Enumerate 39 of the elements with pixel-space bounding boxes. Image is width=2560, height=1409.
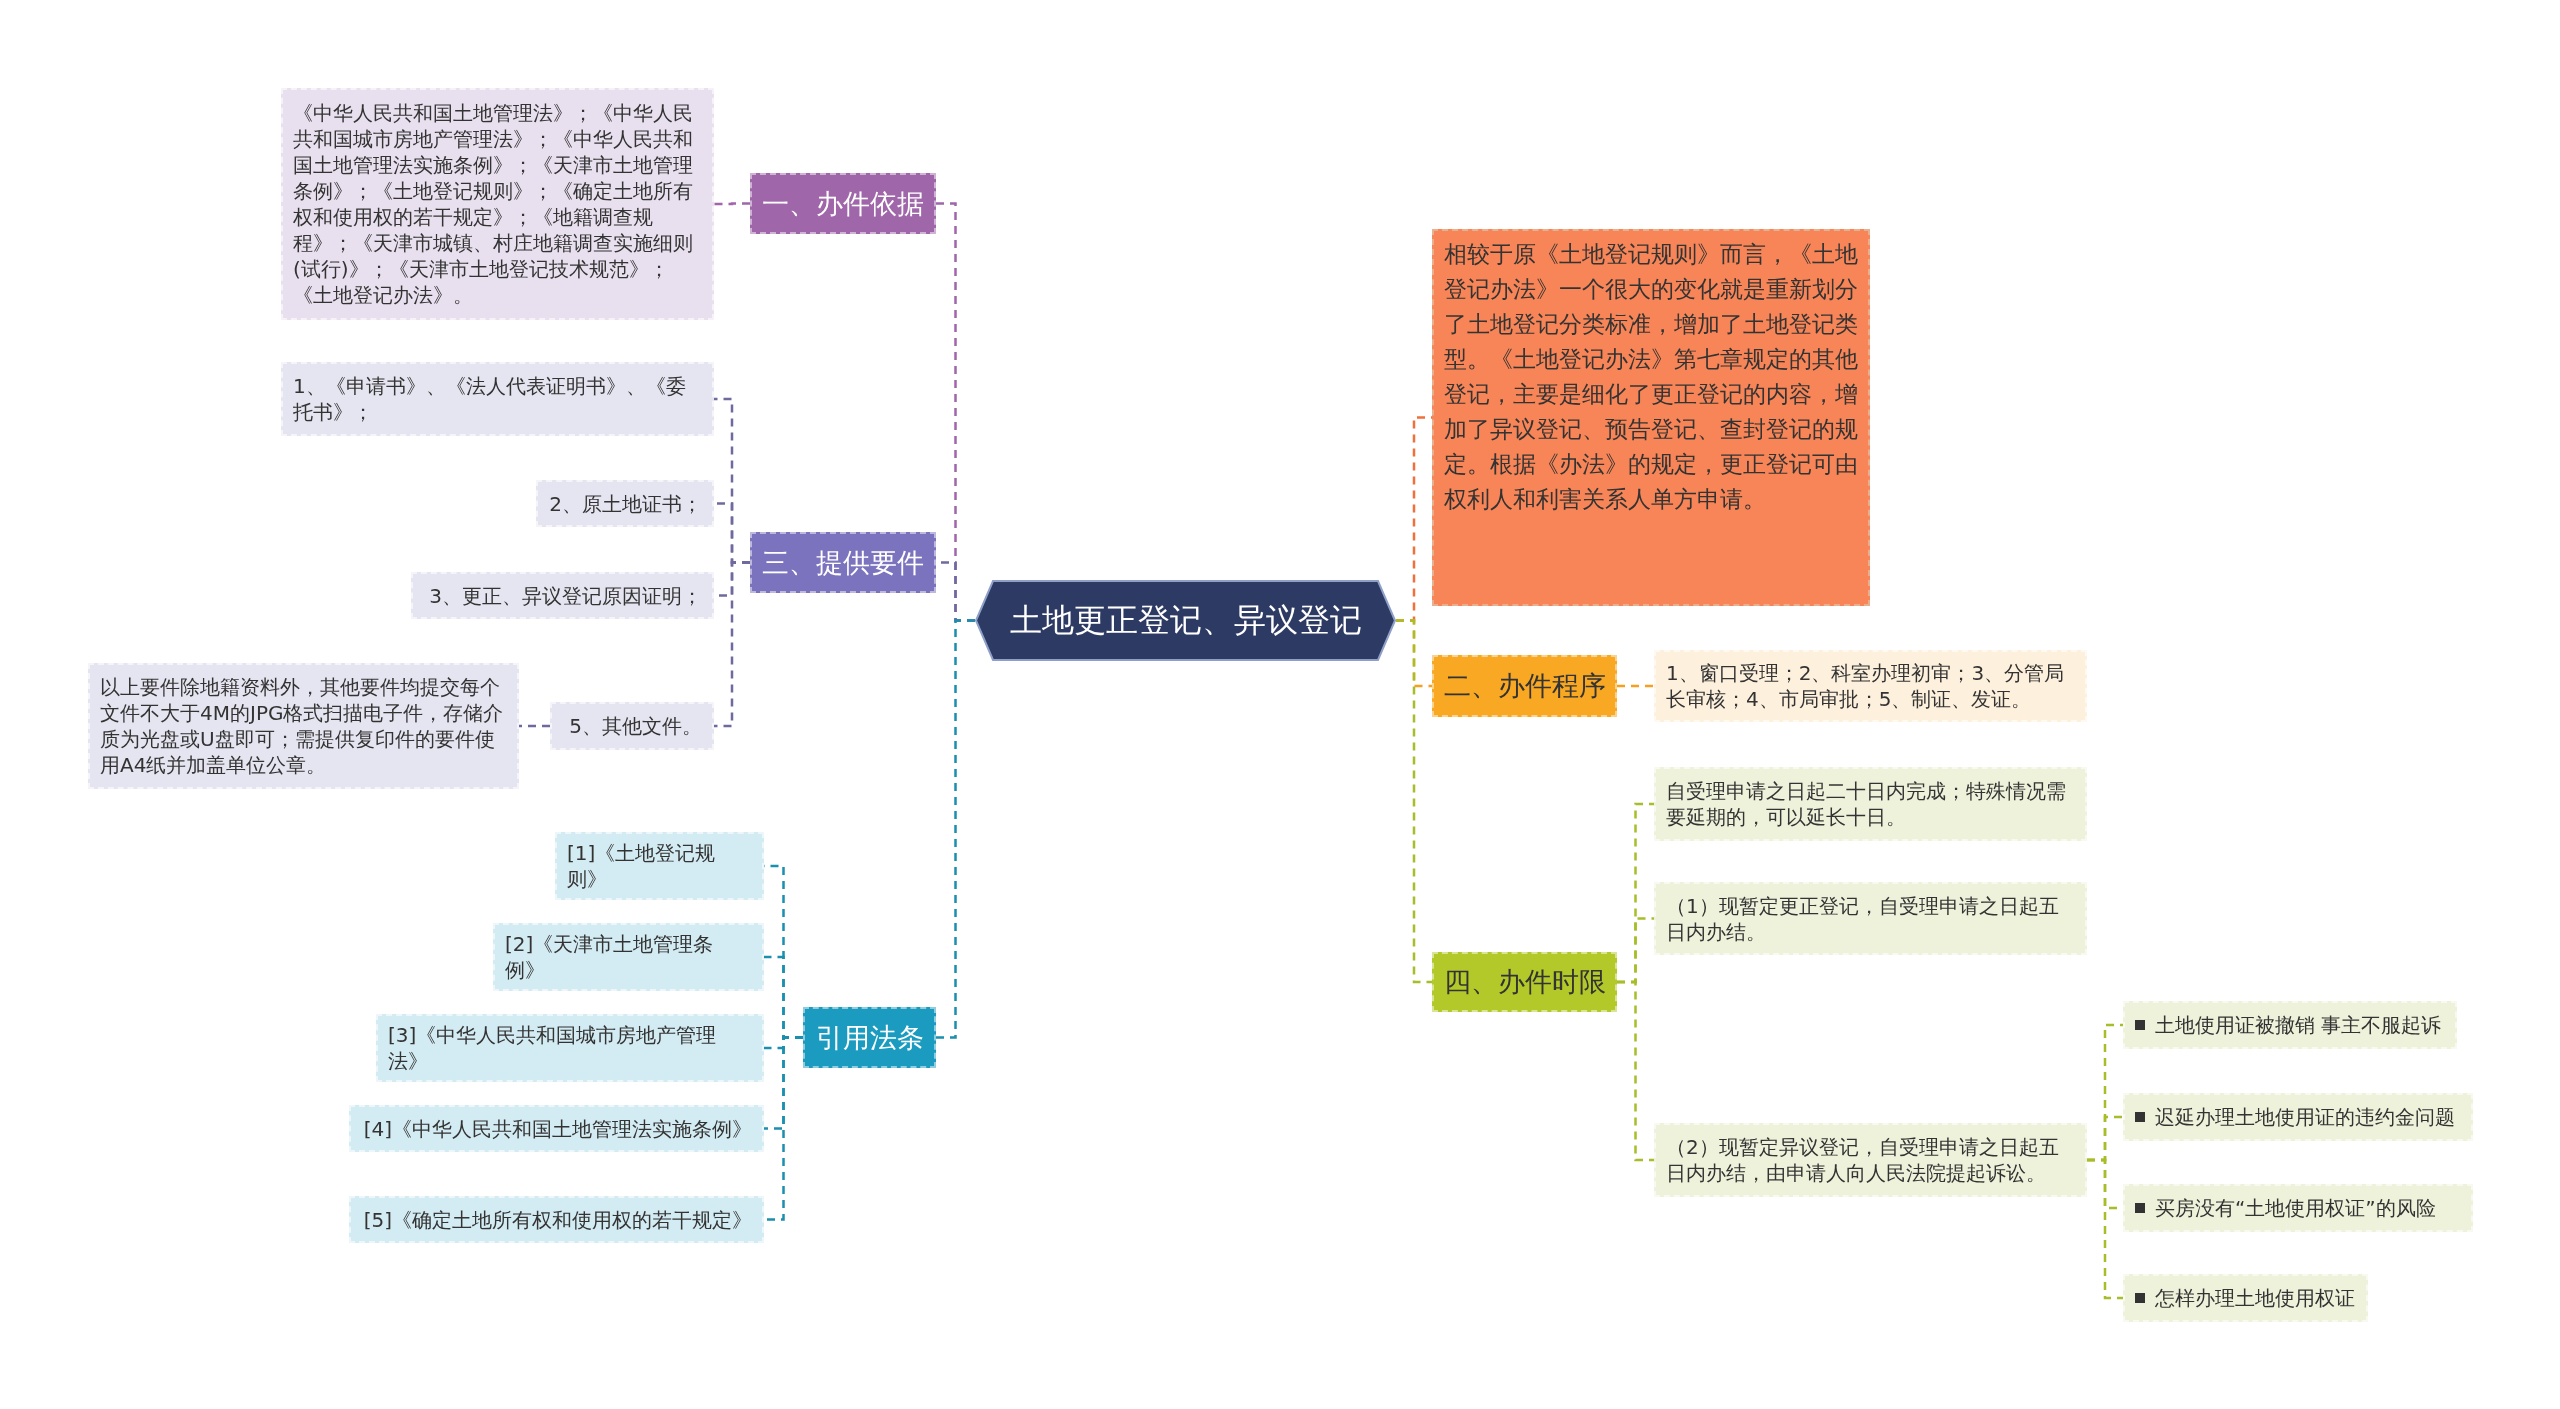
branch-topic: 三、提供要件 xyxy=(750,532,936,593)
connector-line xyxy=(2087,1158,2123,1300)
subtopic-box: 2、原土地证书； xyxy=(536,480,714,527)
connector-line xyxy=(714,561,750,728)
link-text: 土地使用证被撤销 事主不服起诉 xyxy=(2155,1012,2442,1038)
branch-topic: 二、办件程序 xyxy=(1432,655,1617,717)
subtopic-box: [4]《中华人民共和国土地管理法实施条例》 xyxy=(349,1105,764,1152)
note-box: （1）现暂定更正登记，自受理申请之日起五日内办结。 xyxy=(1654,882,2087,955)
note-box: 1、窗口受理；2、科室办理初审；3、分管局长审核；4、市局审批；5、制证、发证。 xyxy=(1654,650,2087,722)
subtopic-box: 5、其他文件。 xyxy=(550,702,714,750)
connector-line xyxy=(764,1036,803,1221)
subtopic-box: 3、更正、异议登记原因证明； xyxy=(411,572,714,619)
link-text: 迟延办理土地使用证的违约金问题 xyxy=(2155,1104,2455,1130)
subtopic-box: [5]《确定土地所有权和使用权的若干规定》 xyxy=(349,1196,764,1243)
link-text: 买房没有“土地使用权证”的风险 xyxy=(2155,1195,2436,1221)
central-topic: 土地更正登记、异议登记 xyxy=(975,580,1396,661)
branch-topic: 一、办件依据 xyxy=(750,173,936,234)
connector-line xyxy=(1617,980,1654,1162)
branch-topic: 四、办件时限 xyxy=(1432,952,1617,1012)
subtopic-box: [2]《天津市土地管理条例》 xyxy=(493,923,764,991)
link-item xyxy=(2123,1274,2368,1322)
connector-line xyxy=(519,724,550,728)
note-box: 相较于原《土地登记规则》而言，《土地登记办法》一个很大的变化就是重新划分了土地登记分类标准，增加了土地登记类型。《土地登记办法》第七章规定的其他登记，主要是细化了更正登记的内容，增加了异议登记、预告登记、查封登记的规定。根据《办法》的规定，更正登记可由权利人和利害关系人单方申请。 xyxy=(1432,229,1870,606)
connector-line xyxy=(714,202,750,206)
subtopic-box: [1]《土地登记规则》 xyxy=(555,832,764,900)
subtopic-box: [3]《中华人民共和国城市房地产管理法》 xyxy=(376,1014,764,1082)
note-box: 1、《申请书》、《法人代表证明书》、《委托书》； xyxy=(281,362,714,436)
branch-topic: 引用法条 xyxy=(803,1007,936,1068)
connector-line xyxy=(936,619,975,1039)
link-item xyxy=(2123,1001,2457,1049)
note-box: 以上要件除地籍资料外，其他要件均提交每个文件不大于4M的JPG格式扫描电子件，存储介质为光盘或U盘即可；需提供复印件的要件使用A4纸并加盖单位公章。 xyxy=(88,663,519,789)
link-item xyxy=(2123,1093,2473,1141)
note-box: （2）现暂定异议登记，自受理申请之日起五日内办结，由申请人向人民法院提起诉讼。 xyxy=(1654,1123,2087,1197)
note-box: 《中华人民共和国土地管理法》；《中华人民共和国城市房地产管理法》；《中华人民共和国土地管理法实施条例》；《天津市土地管理条例》；《土地登记规则》；《确定土地所有权和使用权的若干规定》；《地籍调查规程》；《天津市城镇、村庄地籍调查实施细则(试行)》；《天津市土地登记技术规范》；《土地登记办法》。 xyxy=(281,88,714,320)
connector-line xyxy=(1617,684,1654,688)
connector-line xyxy=(1396,619,1432,984)
link-text: 怎样办理土地使用权证 xyxy=(2155,1285,2355,1311)
note-box: 自受理申请之日起二十日内完成；特殊情况需要延期的，可以延长十日。 xyxy=(1654,767,2087,841)
link-item xyxy=(2123,1184,2473,1232)
